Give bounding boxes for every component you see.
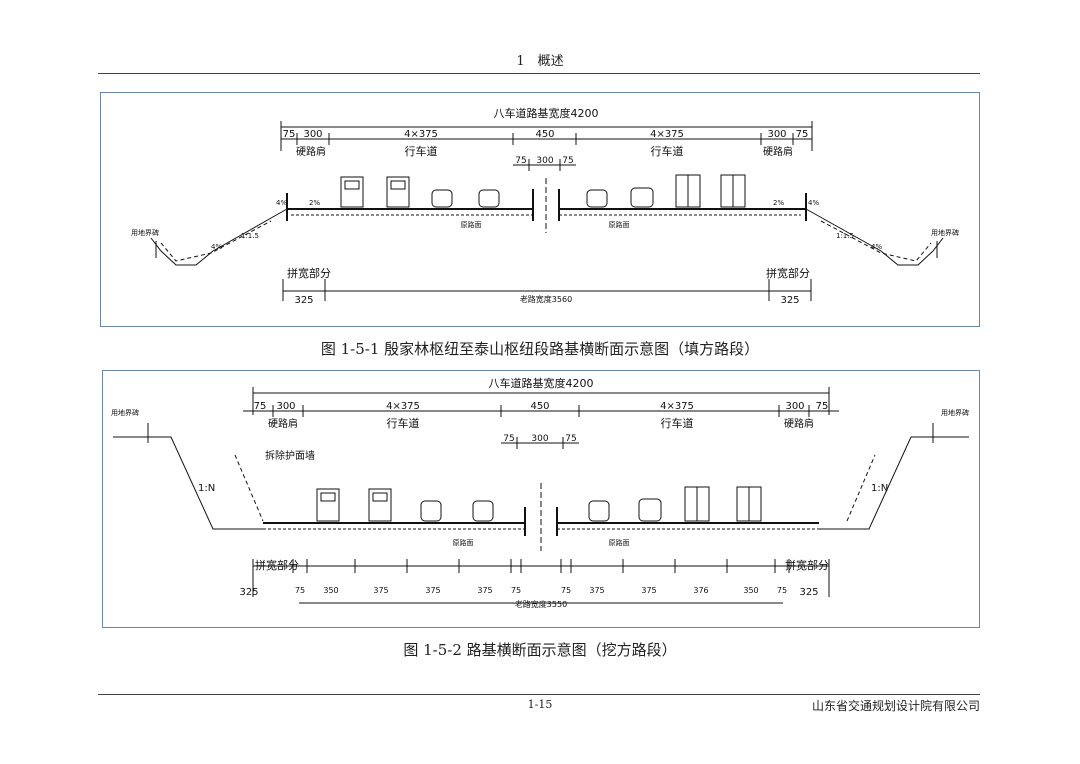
bottom-dim-1: 325: [239, 587, 258, 598]
old-road-width-2: 老路宽度3550: [515, 599, 567, 609]
wall-removal-label: 拆除护面墙: [265, 449, 315, 462]
old-pavement-right: 原路面: [609, 220, 630, 229]
dim-lanes-right-2: 4×375: [660, 401, 694, 412]
widen-325-left: 325: [294, 295, 313, 306]
slope-right: 1:1.5: [836, 232, 854, 240]
median-75-right: 75: [562, 156, 573, 166]
dim-300-left: 300: [303, 129, 322, 140]
bottom-dim-11: 376: [693, 586, 708, 595]
figure-1-frame: 八车道路基宽度4200 75 300 4×375 450 4×375 300 7…: [100, 92, 980, 327]
lane-label-left: 行车道: [405, 144, 438, 158]
old-pavement-left-2: 原路面: [453, 538, 474, 547]
bottom-dim-14: 325: [799, 587, 818, 598]
slope-1n-right: 1:N: [871, 483, 888, 494]
shoulder-label-right-2: 硬路肩: [784, 417, 814, 430]
figure-1-caption: 图 1-5-1 殷家林枢纽至泰山枢纽段路基横断面示意图（填方路段）: [320, 340, 760, 358]
lane-label-left-2: 行车道: [387, 416, 420, 430]
median-300-2: 300: [531, 434, 548, 444]
bottom-dim-2: 75: [295, 586, 305, 595]
dim-450: 450: [535, 129, 554, 140]
shoulder-label-left: 硬路肩: [296, 145, 326, 158]
ditch-pct-left: 4%: [211, 243, 222, 251]
median-75-left: 75: [515, 156, 526, 166]
header-rule: [98, 73, 980, 74]
figure-2-caption: 图 1-5-2 路基横断面示意图（挖方路段）: [403, 641, 677, 659]
shoulder-label-right: 硬路肩: [763, 145, 793, 158]
widen-325-right: 325: [780, 295, 799, 306]
dim-300-left-2: 300: [276, 401, 295, 412]
page-number: 1-15: [527, 698, 553, 711]
slope-left: 1:1.5: [241, 232, 259, 240]
bottom-dim-6: 375: [477, 586, 492, 595]
old-road-width: 老路宽度3560: [520, 294, 572, 304]
dim-lanes-right: 4×375: [650, 129, 684, 140]
bottom-dim-9: 375: [589, 586, 604, 595]
median-75-right-2: 75: [565, 434, 576, 444]
fill-section-diagram: 八车道路基宽度4200 75 300 4×375 450 4×375 300 7…: [131, 106, 959, 306]
bottom-dim-13: 75: [777, 586, 787, 595]
total-width-label-2: 八车道路基宽度4200: [489, 376, 594, 390]
bottom-dim-3: 350: [323, 586, 338, 595]
dim-lanes-left: 4×375: [404, 129, 438, 140]
slope-1n-left: 1:N: [198, 483, 215, 494]
lane-label-right: 行车道: [651, 144, 684, 158]
dim-300-right: 300: [767, 129, 786, 140]
dim-75-right: 75: [796, 129, 809, 140]
dim-75-left: 75: [283, 129, 296, 140]
total-width-label: 八车道路基宽度4200: [494, 106, 599, 120]
figure-2-frame: 八车道路基宽度4200 75 300 4×375 450 4×375 300 7…: [102, 370, 980, 628]
lane-label-right-2: 行车道: [661, 416, 694, 430]
land-mark-right: 用地界碑: [931, 228, 959, 237]
bottom-dim-10: 375: [641, 586, 656, 595]
ditch-pct-right: 4%: [871, 243, 882, 251]
bottom-dim-4: 375: [373, 586, 388, 595]
old-pavement-right-2: 原路面: [609, 538, 630, 547]
bottom-dim-8: 75: [561, 586, 571, 595]
widen-label-left: 拼宽部分: [287, 266, 331, 280]
footer-rule: [98, 694, 980, 695]
cut-section-diagram: 八车道路基宽度4200 75 300 4×375 450 4×375 300 7…: [111, 376, 969, 609]
widen-label-right: 拼宽部分: [766, 266, 810, 280]
median-300: 300: [536, 156, 553, 166]
land-mark-left: 用地界碑: [131, 228, 159, 237]
cross-slope-right: 2%: [773, 199, 784, 207]
dim-300-right-2: 300: [785, 401, 804, 412]
bottom-dim-7: 75: [511, 586, 521, 595]
page-header: 1 概述: [516, 54, 564, 69]
dim-75-right-2: 75: [816, 401, 829, 412]
land-mark-left-2: 用地界碑: [111, 408, 139, 417]
median-75-left-2: 75: [503, 434, 514, 444]
shoulder-pct-right: 4%: [808, 199, 819, 207]
dim-lanes-left-2: 4×375: [386, 401, 420, 412]
bottom-dim-5: 375: [425, 586, 440, 595]
dim-450-2: 450: [530, 401, 549, 412]
widen-label-right-2: 拼宽部分: [785, 558, 829, 572]
shoulder-label-left-2: 硬路肩: [268, 417, 298, 430]
shoulder-pct-left: 4%: [276, 199, 287, 207]
organization-name: 山东省交通规划设计院有限公司: [811, 699, 980, 713]
widen-label-left-2: 拼宽部分: [255, 558, 299, 572]
dim-75-left-2: 75: [254, 401, 267, 412]
bottom-dim-12: 350: [743, 586, 758, 595]
land-mark-right-2: 用地界碑: [941, 408, 969, 417]
old-pavement-left: 原路面: [461, 220, 482, 229]
cross-slope-left: 2%: [309, 199, 320, 207]
